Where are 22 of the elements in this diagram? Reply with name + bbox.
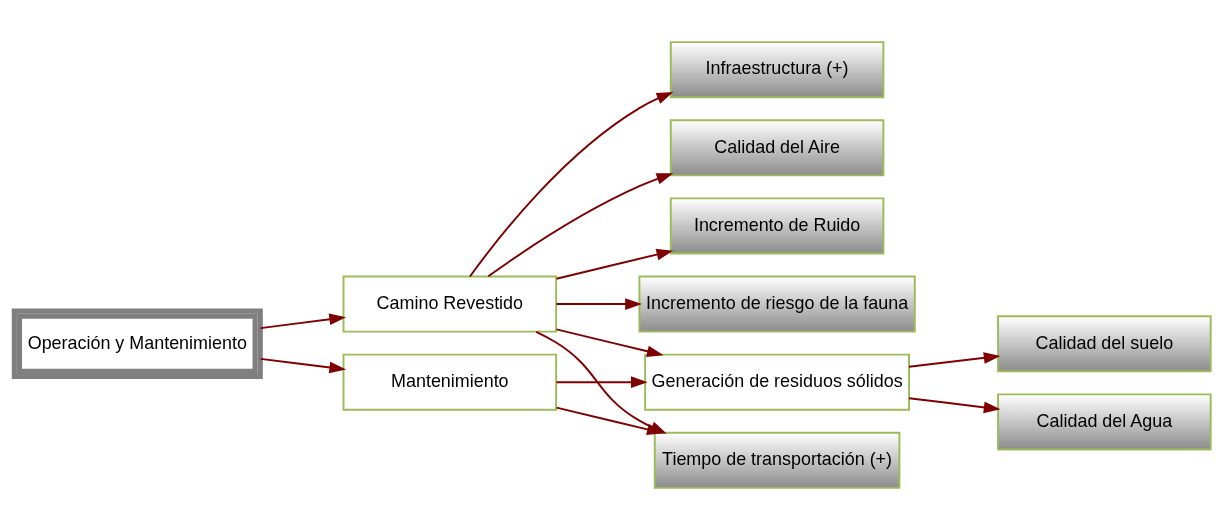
arrow [555, 406, 664, 435]
arrow [555, 248, 674, 280]
arrow [259, 357, 347, 373]
node-box: Incremento de riesgo de la fauna [638, 275, 916, 333]
node-box: Tiempo de transportación (+) [653, 431, 901, 489]
node-box: Infraestructura (+) [669, 40, 885, 98]
arrow [908, 351, 1001, 368]
node-box: Calidad del suelo [997, 314, 1212, 372]
arrow [259, 313, 347, 329]
arrow [555, 297, 642, 310]
node-box: Calidad del Agua [997, 392, 1212, 450]
node-box: Camino Revestido [342, 275, 558, 333]
node-box: Operación y Mantenimiento [11, 308, 263, 379]
arrow [487, 172, 674, 277]
arrow [555, 375, 648, 388]
node-box: Mantenimiento [342, 353, 558, 411]
node-box: Generación de residuos sólidos [644, 353, 910, 411]
node-box: Incremento de Ruido [669, 196, 885, 254]
node-box: Calidad del Aire [669, 118, 885, 176]
arrow [469, 91, 674, 277]
arrow [908, 396, 1001, 413]
arrow [555, 327, 664, 357]
